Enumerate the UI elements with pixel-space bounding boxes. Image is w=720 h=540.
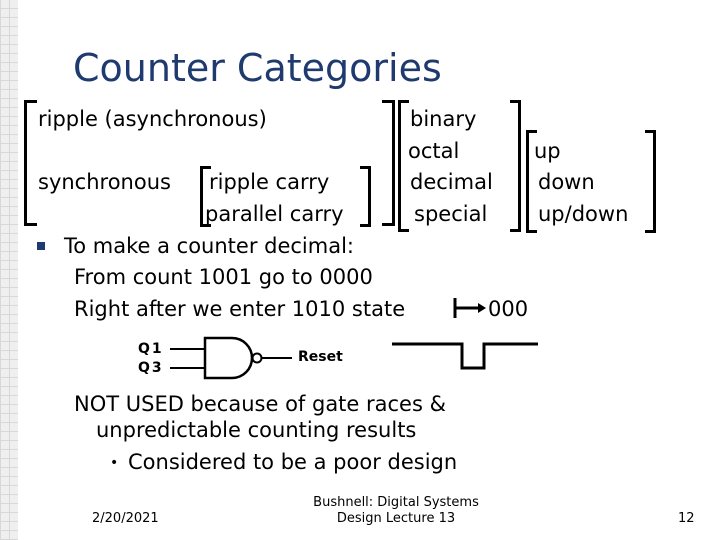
category-up-down: up/down [538, 202, 629, 226]
gate-output-reset: Reset [298, 349, 343, 365]
not-used-line-2: unpredictable counting results [96, 418, 417, 442]
category-binary: binary [410, 107, 477, 131]
category-special: special [414, 202, 488, 226]
sub-bullet-dot: • [110, 455, 119, 471]
line-enter-state: Right after we enter 1010 state [74, 297, 406, 321]
right-bracket-ripple-sync [382, 100, 395, 226]
category-octal: octal [408, 139, 460, 163]
reset-pulse-waveform [392, 342, 538, 370]
category-parallel-carry: parallel carry [205, 202, 344, 226]
gate-input-q3: Q3 [138, 360, 164, 376]
category-down: down [538, 170, 595, 194]
category-up: up [534, 139, 561, 163]
carry-left-bracket [200, 166, 211, 227]
sub-bullet-poor-design: Considered to be a poor design [128, 450, 458, 474]
footer-course-line-2: Design Lecture 13 [336, 511, 456, 526]
line-state-value: 000 [488, 297, 529, 321]
category-decimal: decimal [410, 170, 493, 194]
carry-right-bracket [360, 166, 371, 227]
line-from-count: From count 1001 go to 0000 [74, 265, 373, 289]
direction-right-bracket [645, 130, 656, 233]
slide-title: Counter Categories [73, 46, 442, 90]
nand-gate-body [203, 336, 254, 380]
category-ripple-carry: ripple carry [209, 170, 330, 194]
category-ripple-async: ripple (asynchronous) [38, 107, 267, 131]
not-used-line-1: NOT USED because of gate races & [74, 392, 446, 416]
bullet-make-decimal: To make a counter decimal: [64, 234, 355, 258]
footer-course-line-1: Bushnell: Digital Systems [313, 495, 479, 510]
category-synchronous: synchronous [38, 170, 171, 194]
gate-input-q1: Q1 [138, 341, 164, 357]
footer-date: 2/20/2021 [92, 511, 159, 526]
footer-page-number: 12 [678, 511, 695, 526]
state-arrow-head [478, 303, 486, 313]
slide-sidebar-pattern [0, 0, 18, 540]
nand-gate-bubble [251, 352, 263, 364]
bullet-square [37, 242, 45, 250]
base-right-bracket [510, 100, 521, 232]
left-bracket [24, 100, 37, 226]
base-left-bracket [398, 100, 409, 232]
direction-left-bracket [526, 130, 537, 233]
